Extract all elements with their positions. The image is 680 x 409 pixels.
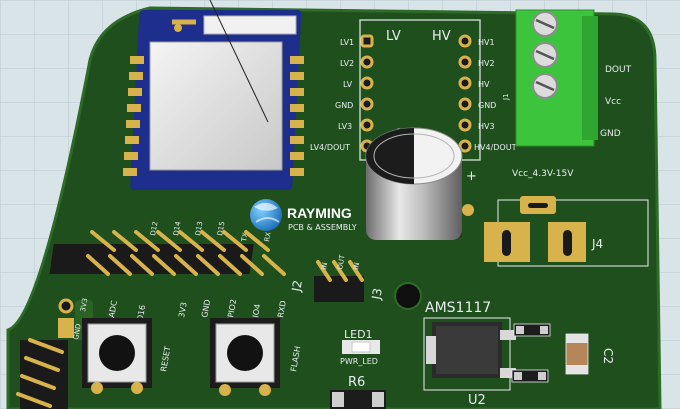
- j2-header-pins: [86, 230, 286, 276]
- label-gpio2: GPIO2: [225, 298, 238, 324]
- capacitor-polarity-mark: +: [466, 169, 477, 184]
- led-label: PWR_LED: [340, 357, 378, 366]
- pin-label-hv: HV: [478, 80, 490, 89]
- pin-label-lv3: LV3: [338, 122, 352, 131]
- module-right-pads: [290, 56, 304, 176]
- terminal-label-dout: DOUT: [605, 65, 632, 75]
- pin-label-lv2: LV2: [340, 59, 354, 68]
- j4-ref-label: J4: [591, 237, 603, 251]
- logo-brand-text: RAYMING: [287, 205, 352, 221]
- rayming-logo: RAYMING PCB & ASSEMBLY: [250, 199, 357, 232]
- pcb-antenna: [203, 15, 297, 35]
- flash-button-label: FLASH: [289, 345, 302, 372]
- terminal-ref-label: J1: [502, 93, 510, 101]
- power-led: LED1 PWR_LED: [340, 328, 380, 366]
- pin-label-hv2: HV2: [478, 59, 495, 68]
- screw-terminal-j1: J1 DOUT Vcc GND: [502, 9, 632, 147]
- reset-button-label: RESET: [159, 345, 172, 372]
- label-rxd: RXD: [276, 300, 288, 319]
- j3-pin-out: OUT: [336, 254, 347, 271]
- j4-title-label: Vcc_4.3V-15V: [512, 169, 574, 179]
- j2-pin-d12: D12: [149, 221, 159, 236]
- mounting-hole: [394, 282, 422, 310]
- pin-label-hv1: HV1: [478, 38, 495, 47]
- small-header-left: 3V3 GND: [16, 297, 89, 409]
- small-header-label-gnd: GND: [72, 323, 83, 340]
- pin-header-j2: RX TX D14 D13 D12 D15 J2: [49, 220, 305, 294]
- rf-shield-can: [149, 41, 283, 171]
- label-io4: IO4: [251, 303, 262, 318]
- j2-pin-d14: D14: [172, 220, 182, 236]
- resistor-r6: R6: [330, 375, 386, 409]
- smd-components: [511, 323, 551, 383]
- jumper-j4: Vcc_4.3V-15V J4: [484, 169, 649, 267]
- module-left-pads: [123, 56, 144, 176]
- logo-tagline-text: PCB & ASSEMBLY: [288, 223, 357, 232]
- pin-label-lv1: LV1: [340, 38, 354, 47]
- flash-tactile-button[interactable]: FLASH: [210, 318, 302, 396]
- j2-pin-d13: D13: [194, 221, 204, 236]
- j2-ref-label: J2: [289, 279, 305, 293]
- lv-header-label: LV: [386, 29, 401, 44]
- pin-label-gnd-left: GND: [335, 101, 353, 110]
- pin-label-hv3: HV3: [478, 122, 495, 131]
- pin-label-lv4-dout: LV4/DOUT: [310, 143, 350, 152]
- pin-label-gnd-right: GND: [478, 101, 496, 110]
- j3-pin-in-1: IN: [320, 262, 329, 271]
- label-gnd: GND: [200, 299, 212, 319]
- small-header-label-3v3: 3V3: [79, 297, 89, 312]
- j3-pin-in-2: IN: [352, 262, 361, 271]
- esp-wifi-module: [123, 0, 304, 190]
- terminal-label-gnd: GND: [600, 129, 621, 139]
- r6-ref-label: R6: [348, 375, 365, 390]
- pin-label-lv: LV: [343, 80, 353, 89]
- reset-tactile-button[interactable]: RESET: [82, 318, 172, 394]
- label-3v3: 3V3: [177, 301, 189, 318]
- electrolytic-capacitor: +: [365, 127, 477, 240]
- capacitor-c2: C2: [565, 333, 615, 375]
- regulator-part-label: AMS1117: [425, 300, 491, 316]
- j2-pin-labels: RX TX D14 D13 D12 D15: [149, 220, 273, 243]
- j2-pin-tx: TX: [240, 232, 250, 244]
- terminal-label-vcc: Vcc: [605, 97, 621, 107]
- c2-ref-label: C2: [601, 348, 615, 364]
- pin-header-j3: IN OUT IN J3: [314, 254, 385, 302]
- j2-pin-d15: D15: [216, 221, 226, 236]
- label-adc: ADC: [107, 299, 119, 318]
- j2-pin-rx: RX: [263, 231, 273, 242]
- regulator-u2: AMS1117 U2: [423, 300, 516, 408]
- j3-ref-label: J3: [369, 287, 385, 301]
- led-ref-label: LED1: [344, 328, 373, 341]
- pin-label-hv4-dout: HV4/DOUT: [474, 143, 517, 152]
- u2-ref-label: U2: [468, 393, 486, 408]
- level-shifter-right-holes: [458, 34, 472, 153]
- hv-header-label: HV: [432, 29, 451, 44]
